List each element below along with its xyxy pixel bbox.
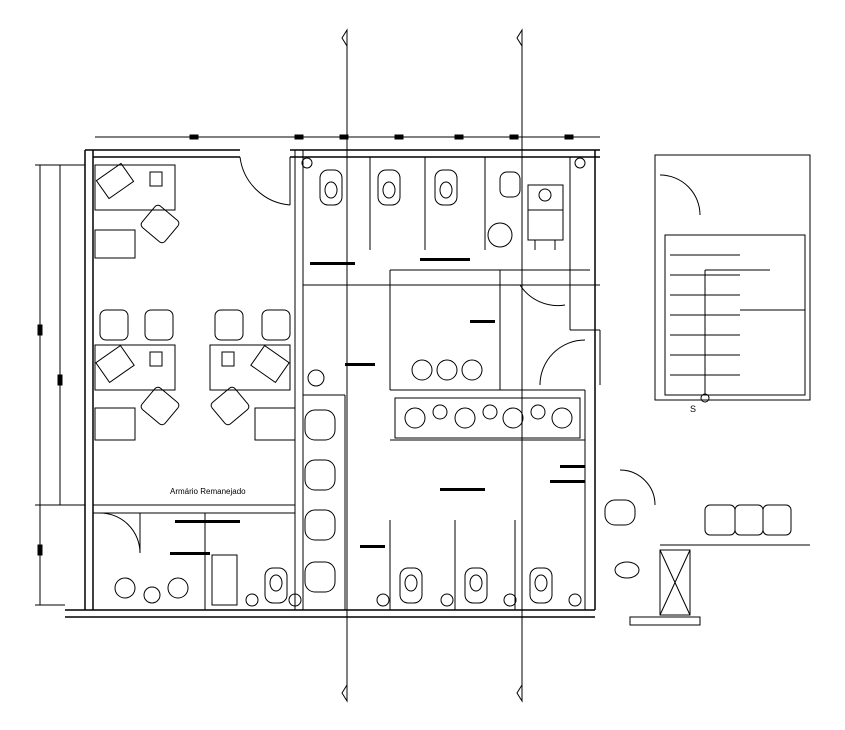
sink-icon <box>114 359 483 606</box>
stair-label: S <box>690 404 696 414</box>
dimension-line-left <box>35 164 85 606</box>
office-chair-icon <box>94 162 296 441</box>
floor-drains <box>245 157 586 607</box>
interior-walls <box>93 150 601 610</box>
toilet-icon <box>264 169 636 604</box>
annotation-marks <box>170 258 585 555</box>
bottom-grate <box>629 616 701 626</box>
room-label: Armário Remanejado <box>170 487 246 496</box>
office-workstations <box>94 162 296 441</box>
urinal-icon <box>394 397 581 439</box>
door-swing-icon <box>99 156 701 554</box>
desk-icon <box>94 164 291 391</box>
waiting-bench <box>614 504 810 616</box>
wheelchair-icon <box>487 184 564 250</box>
outer-walls <box>65 149 600 618</box>
staircase <box>654 154 811 403</box>
dimension-line-top <box>95 134 600 140</box>
